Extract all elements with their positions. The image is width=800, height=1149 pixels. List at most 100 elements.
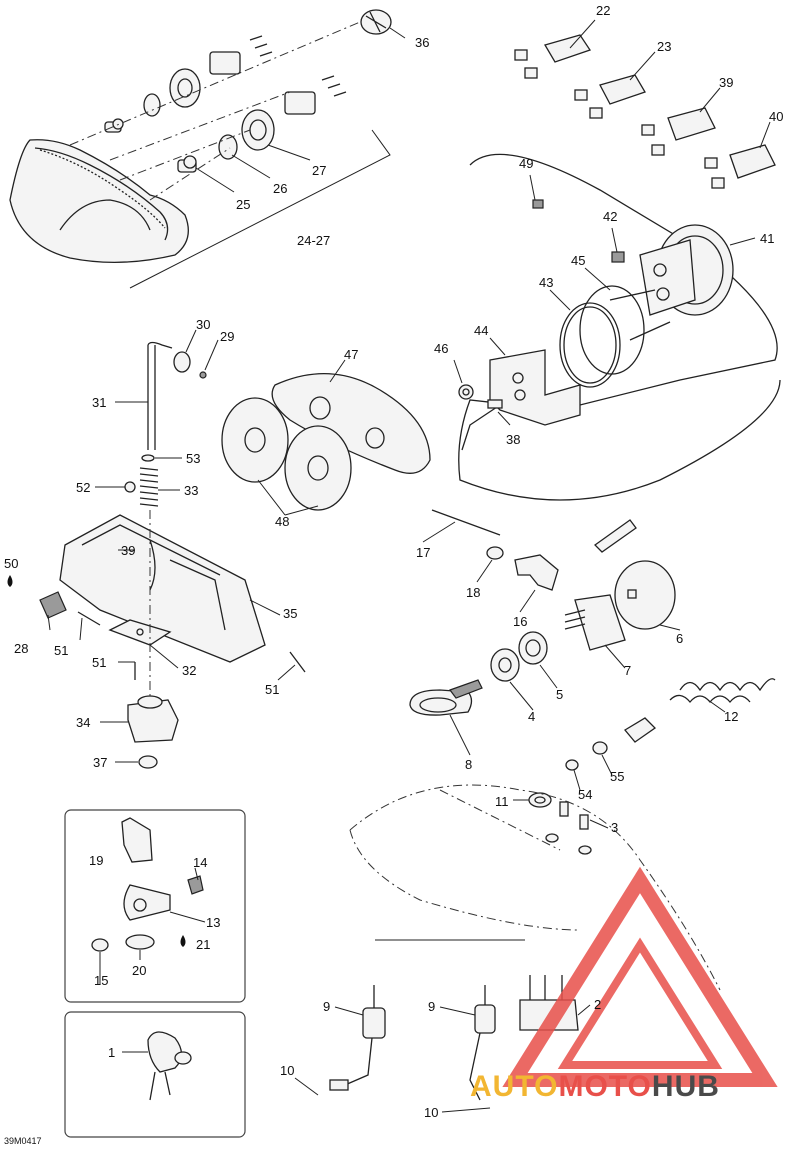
shaft-31 xyxy=(147,341,173,450)
callout-51-right: 51 xyxy=(265,682,280,697)
watermark-word: AUTOMOTOHUB xyxy=(470,1070,720,1103)
o-ring-45 xyxy=(579,285,645,375)
callout-3: 3 xyxy=(611,820,619,835)
callout-42: 42 xyxy=(603,209,618,224)
nut-46 xyxy=(458,384,474,400)
gasket-48 xyxy=(221,397,352,511)
callout-31: 31 xyxy=(92,395,107,410)
callout-12: 12 xyxy=(724,709,739,724)
callout-35: 35 xyxy=(283,606,298,621)
leader-lines xyxy=(47,19,771,1113)
screw-51 xyxy=(77,611,306,680)
bulb-25 xyxy=(104,118,197,173)
knob-28 xyxy=(39,591,67,619)
callout-17: 17 xyxy=(416,545,431,560)
callout-15: 15 xyxy=(94,973,109,988)
callout-18: 18 xyxy=(466,585,481,600)
callout-55: 55 xyxy=(610,769,625,784)
pin-17 xyxy=(431,509,501,536)
callout-4: 4 xyxy=(528,709,536,724)
callout-10-right: 10 xyxy=(424,1105,439,1120)
callout-10-left: 10 xyxy=(280,1063,295,1078)
callout-51-left: 51 xyxy=(54,643,69,658)
callout-29: 29 xyxy=(220,329,235,344)
callout-33: 33 xyxy=(184,483,199,498)
grommet-30 xyxy=(173,351,191,373)
callout-36: 36 xyxy=(415,35,430,50)
callout-9-right: 9 xyxy=(428,999,436,1014)
callout-20: 20 xyxy=(132,963,147,978)
key-8 xyxy=(409,679,483,716)
gauge-41 xyxy=(609,224,734,341)
callout-54: 54 xyxy=(578,787,593,802)
connector-22 xyxy=(514,34,592,79)
callout-7: 7 xyxy=(624,663,632,678)
callout-40: 40 xyxy=(769,109,784,124)
callout-48: 48 xyxy=(275,514,290,529)
switch-7 xyxy=(564,594,626,651)
washer-18 xyxy=(486,546,504,560)
callout-27: 27 xyxy=(312,163,327,178)
terminal-3 xyxy=(545,801,592,855)
callout-30: 30 xyxy=(196,317,211,332)
callout-43: 43 xyxy=(539,275,554,290)
inset-panel-13-21 xyxy=(64,809,246,1003)
bulb-49 xyxy=(532,199,544,209)
hull-outline xyxy=(349,784,721,991)
nut-5 xyxy=(518,631,548,665)
connector-40 xyxy=(704,144,776,189)
callout-11: 11 xyxy=(495,794,509,809)
harness-9-left xyxy=(329,985,386,1091)
callout-19: 19 xyxy=(89,853,104,868)
callout-53: 53 xyxy=(186,451,201,466)
knob-34 xyxy=(127,695,179,743)
callout-6: 6 xyxy=(676,631,684,646)
nut-37 xyxy=(138,755,158,769)
callout-52: 52 xyxy=(76,480,91,495)
wiring-connectors xyxy=(514,34,776,189)
hose-fitting xyxy=(593,519,637,553)
connector-23 xyxy=(574,74,646,119)
washer-53 xyxy=(141,454,155,462)
headlight-assembly xyxy=(9,9,392,289)
lamp-36 xyxy=(360,9,392,35)
screw-42 xyxy=(611,251,625,263)
callout-46: 46 xyxy=(434,341,449,356)
elbow-16 xyxy=(514,554,559,591)
callout-51-mid: 51 xyxy=(92,655,107,670)
watermark-text: AUTOMOTOHUB xyxy=(470,1070,720,1104)
cap-4 xyxy=(490,648,520,682)
figure-code: 39M0417 xyxy=(4,1136,42,1146)
callout-39-bracket: 39 xyxy=(121,543,136,558)
socket-55 xyxy=(592,741,608,755)
callout-41: 41 xyxy=(760,231,775,246)
cable-38 xyxy=(461,399,503,451)
callout-21: 21 xyxy=(196,937,211,952)
connector-39-upper xyxy=(641,107,716,156)
callout-22: 22 xyxy=(596,3,611,18)
lanyard-12 xyxy=(624,678,776,743)
callout-44: 44 xyxy=(474,323,489,338)
bulb-socket-26 xyxy=(143,93,238,160)
headlight-connectors xyxy=(209,35,347,115)
callout-32: 32 xyxy=(182,663,197,678)
spring-33 xyxy=(139,467,159,507)
nut-52 xyxy=(124,481,136,493)
callout-25: 25 xyxy=(236,197,251,212)
callout-13: 13 xyxy=(206,915,221,930)
callout-24-27: 24-27 xyxy=(297,233,331,248)
harness-9-right xyxy=(469,985,496,1101)
callout-5: 5 xyxy=(556,687,564,702)
callout-2: 2 xyxy=(594,997,602,1012)
callout-16: 16 xyxy=(513,614,528,629)
callout-14: 14 xyxy=(193,855,208,870)
drop-icon-50 xyxy=(7,575,13,587)
bracket-35 xyxy=(59,514,266,663)
callout-45: 45 xyxy=(571,253,586,268)
gauge-area-outline xyxy=(458,153,781,501)
callout-34: 34 xyxy=(76,715,91,730)
nut-54 xyxy=(565,759,579,771)
plate-32 xyxy=(108,619,172,646)
housing-6 xyxy=(614,560,676,630)
